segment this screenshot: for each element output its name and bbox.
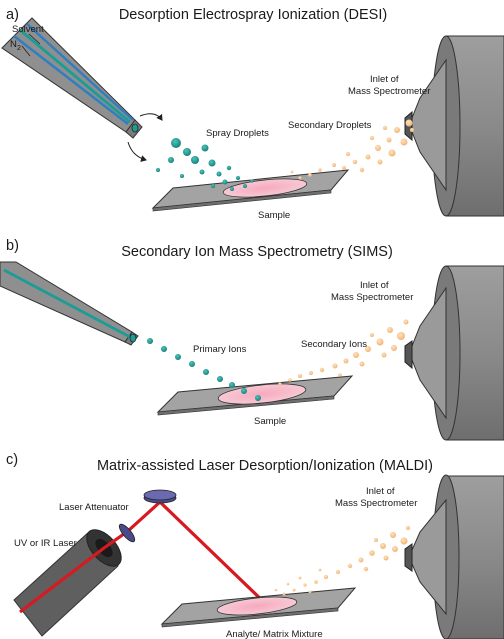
desorbed-plume xyxy=(274,526,410,596)
arrow-right-a xyxy=(139,113,163,121)
panel-title-maldi: Matrix-assisted Laser Desorption/Ionizat… xyxy=(97,458,433,474)
label-secondary-ions: Secondary Ions xyxy=(301,339,367,350)
label-solvent: Solvent xyxy=(12,24,44,35)
panel-sims: b) Secondary Ion Mass Spectrometry (SIMS… xyxy=(0,238,504,441)
label-uv-ir-laser: UV or IR Laser xyxy=(14,538,77,549)
label-n2: N xyxy=(10,39,17,50)
label-primary-ions: Primary Ions xyxy=(193,344,247,355)
ion-gun xyxy=(0,261,139,346)
mass-spectrometer-b xyxy=(404,265,504,441)
desi-sprayer xyxy=(1,17,143,139)
label-inlet-a-2: Mass Spectrometer xyxy=(348,86,430,97)
sample-plate-a xyxy=(151,169,350,212)
laser-attenuator xyxy=(118,523,136,543)
secondary-droplets xyxy=(290,119,414,180)
panel-desi: a) Desorption Electrospray Ionization (D… xyxy=(1,7,504,221)
label-secondary-droplets: Secondary Droplets xyxy=(288,120,372,131)
label-inlet-c-1: Inlet of xyxy=(366,486,395,497)
spray-droplets xyxy=(156,138,254,191)
sample-plate-b xyxy=(156,375,354,416)
label-inlet-b-1: Inlet of xyxy=(360,280,389,291)
label-n2-sub: 2 xyxy=(17,45,21,52)
label-sample-a: Sample xyxy=(258,210,290,221)
panel-letter-a: a) xyxy=(6,7,19,23)
mass-spectrometer-a xyxy=(404,35,504,217)
label-laser-attenuator: Laser Attenuator xyxy=(59,502,129,513)
label-sample-b: Sample xyxy=(254,416,286,427)
sample-plate-c xyxy=(160,587,357,628)
panel-title-sims: Secondary Ion Mass Spectrometry (SIMS) xyxy=(121,244,393,260)
panel-letter-b: b) xyxy=(6,238,19,254)
panel-maldi: c) Matrix-assisted Laser Desorption/Ioni… xyxy=(6,452,504,639)
label-analyte-matrix: Analyte/ Matrix Mixture xyxy=(226,629,323,639)
mass-spectrometer-c xyxy=(404,474,504,639)
secondary-ions xyxy=(278,319,409,386)
primary-ions xyxy=(147,338,261,401)
label-inlet-c-2: Mass Spectrometer xyxy=(335,498,417,509)
mirror xyxy=(143,489,177,504)
panel-letter-c: c) xyxy=(6,452,18,468)
label-inlet-b-2: Mass Spectrometer xyxy=(331,292,413,303)
label-inlet-a-1: Inlet of xyxy=(370,74,399,85)
arrow-down-a xyxy=(127,141,147,162)
panel-title-desi: Desorption Electrospray Ionization (DESI… xyxy=(119,7,387,23)
label-spray-droplets: Spray Droplets xyxy=(206,128,269,139)
